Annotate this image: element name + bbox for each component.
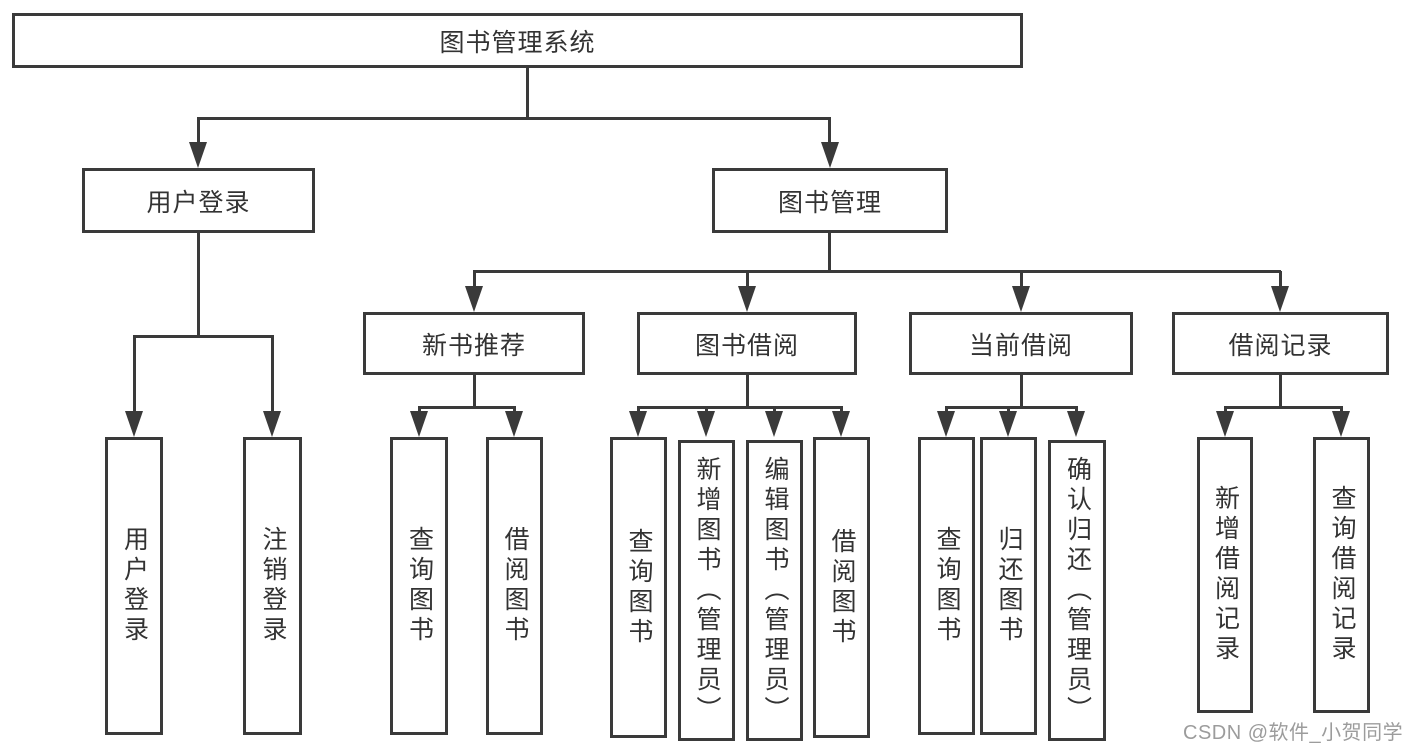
connector-line [1020,271,1023,290]
node-label: 图书管理 [777,188,882,217]
arrow-down-icon [1271,286,1289,312]
arrow-down-icon [410,411,428,437]
arrow-down-icon [697,411,715,437]
node-label: 新书推荐 [421,331,526,360]
leaf-edit-book-admin: 编辑图书（管理员） [746,440,803,741]
connector-line [945,407,948,414]
leaf-borrow-books: 借阅图书 [813,437,870,738]
connector-line [828,233,831,273]
connector-line [828,118,831,146]
leaf-add-book-admin: 新增图书（管理员） [678,440,735,741]
arrow-down-icon [738,286,756,312]
arrow-down-icon [821,142,839,168]
arrow-down-icon [1332,411,1350,437]
leaf-label: 新增借阅记录 [1211,485,1240,665]
connector-line [773,407,776,414]
arrow-down-icon [1012,286,1030,312]
connector-line [473,270,1281,273]
leaf-logout: 注销登录 [243,437,302,735]
connector-line [1279,271,1282,290]
leaf-label: 借阅图书 [501,526,529,646]
node-label: 图书管理系统 [439,28,596,57]
arrow-down-icon [999,411,1017,437]
node-borrow-records: 借阅记录 [1172,312,1389,375]
node-label: 用户登录 [146,188,251,217]
connector-line [133,335,274,338]
csdn-watermark: CSDN @软件_小贺同学 [1183,722,1404,744]
leaf-user-login: 用户登录 [105,437,163,735]
leaf-label: 查询借阅记录 [1328,485,1356,665]
leaf-query-borrow-record: 查询借阅记录 [1313,437,1370,713]
connector-line [840,407,843,414]
connector-line [133,336,136,414]
arrow-down-icon [832,411,850,437]
connector-line [1279,375,1282,409]
node-label: 当前借阅 [968,331,1073,360]
arrow-down-icon [465,286,483,312]
node-current-borrowing: 当前借阅 [909,312,1133,375]
node-new-book-recommend: 新书推荐 [363,312,585,375]
leaf-return-books: 归还图书 [980,437,1037,735]
connector-line [637,407,640,414]
connector-line [1007,407,1010,414]
leaf-confirm-return-admin: 确认归还（管理员） [1048,440,1106,741]
arrow-down-icon [937,411,955,437]
node-book-management: 图书管理 [712,168,948,233]
connector-line [197,233,200,337]
connector-line [1075,407,1078,414]
connector-line [705,407,708,414]
connector-line [1020,375,1023,409]
connector-line [473,375,476,409]
node-label: 借阅记录 [1228,331,1333,360]
leaf-query-books-current: 查询图书 [918,437,975,735]
arrow-down-icon [765,411,783,437]
arrow-down-icon [1067,411,1085,437]
connector-line [1224,406,1343,409]
leaf-label: 注销登录 [259,526,287,646]
connector-line [1224,407,1227,414]
connector-line [637,406,843,409]
node-label: 图书借阅 [694,331,799,360]
connector-line [197,117,831,120]
arrow-down-icon [189,142,207,168]
leaf-label: 查询图书 [933,526,961,646]
node-user-login: 用户登录 [82,168,315,233]
connector-line [746,271,749,290]
leaf-borrow-books-recommend: 借阅图书 [486,437,543,735]
leaf-add-borrow-record: 新增借阅记录 [1197,437,1253,713]
leaf-label: 借阅图书 [828,527,856,648]
leaf-query-books-recommend: 查询图书 [390,437,448,735]
leaf-label: 用户登录 [120,526,149,646]
leaf-label: 确认归还（管理员） [1063,455,1092,726]
leaf-label: 编辑图书（管理员） [761,455,789,726]
connector-line [418,407,421,414]
connector-line [1340,407,1343,414]
arrow-down-icon [125,411,143,437]
leaf-label: 查询图书 [405,526,434,646]
leaf-label: 归还图书 [995,526,1023,646]
connector-line [197,118,200,146]
arrow-down-icon [1216,411,1234,437]
arrow-down-icon [629,411,647,437]
connector-line [526,68,529,120]
leaf-query-books-borrowing: 查询图书 [610,437,667,738]
arrow-down-icon [505,411,523,437]
node-book-borrowing: 图书借阅 [637,312,857,375]
connector-line [945,406,1078,409]
leaf-label: 新增图书（管理员） [693,455,721,726]
connector-line [473,271,476,290]
leaf-label: 查询图书 [625,527,653,648]
connector-line [513,407,516,414]
connector-line [271,336,274,414]
arrow-down-icon [263,411,281,437]
connector-line [746,375,749,409]
node-library-management-system: 图书管理系统 [12,13,1023,68]
connector-line [418,406,516,409]
